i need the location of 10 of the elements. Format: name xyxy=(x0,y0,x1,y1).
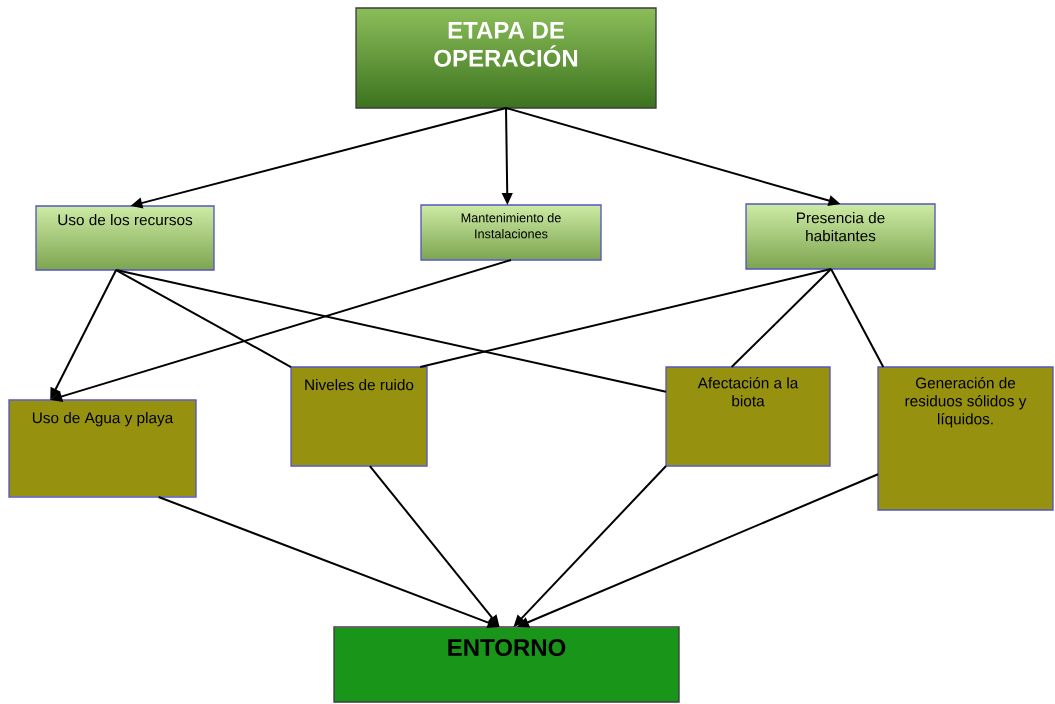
process-box: Uso de los recursos xyxy=(35,205,215,271)
outcome-box: ENTORNO xyxy=(333,626,680,703)
impact-box: Niveles de ruido xyxy=(290,366,428,467)
process-box: Presencia de habitantes xyxy=(745,203,936,270)
impact-box: Generación de residuos sólidos y líquidos. xyxy=(877,366,1054,511)
arrow xyxy=(368,465,500,627)
impact-box: Afectación a la biota xyxy=(665,366,831,467)
process-box: Mantenimiento de Instalaciones xyxy=(420,204,602,261)
stage-box: ETAPA DE OPERACIÓN xyxy=(355,7,657,109)
impact-box: Uso de Agua y playa xyxy=(8,399,197,498)
